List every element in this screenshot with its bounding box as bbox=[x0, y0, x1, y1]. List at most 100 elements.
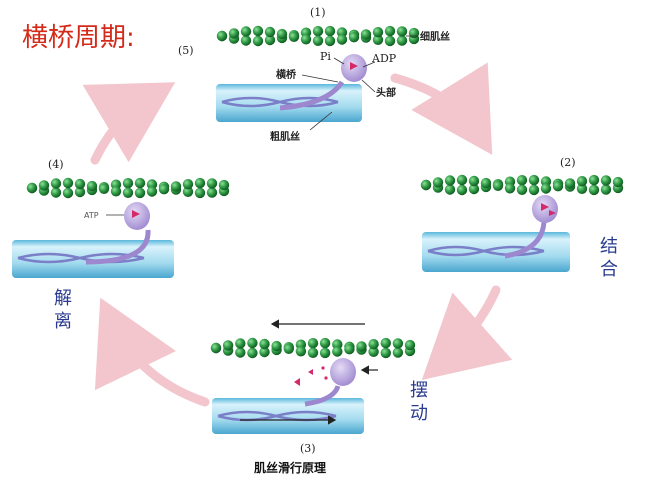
actin-bead bbox=[368, 346, 379, 357]
actin-bead bbox=[216, 30, 228, 42]
thin-filament-stage-2 bbox=[420, 174, 624, 196]
actin-bead bbox=[264, 34, 276, 46]
actin-bead bbox=[372, 34, 384, 45]
actin-bead bbox=[50, 187, 62, 198]
stage-label-5: (5) bbox=[178, 44, 194, 57]
actin-bead bbox=[404, 339, 416, 351]
actin-bead bbox=[259, 338, 270, 350]
actin-bead bbox=[392, 347, 404, 358]
actin-bead bbox=[295, 346, 307, 357]
actin-bead bbox=[344, 344, 355, 355]
label-cross-bridge: 横桥 bbox=[276, 68, 297, 81]
actin-bead bbox=[240, 26, 252, 37]
actin-bead bbox=[134, 177, 146, 189]
actin-bead bbox=[360, 29, 372, 40]
actin-bead bbox=[228, 28, 240, 39]
thick-filament-stage-2 bbox=[422, 232, 570, 272]
actin-bead bbox=[456, 174, 468, 186]
myosin-cross-bridge-stage-4 bbox=[85, 202, 151, 265]
actin-bead bbox=[74, 186, 86, 198]
actin-bead bbox=[259, 346, 270, 358]
actin-bead bbox=[307, 338, 319, 349]
step-detach-char-2: 离 bbox=[54, 311, 72, 332]
actin-bead bbox=[456, 184, 468, 196]
actin-bead bbox=[312, 35, 324, 46]
cycle-arrows bbox=[82, 62, 513, 407]
myosin-cross-bridge-stage-1 bbox=[279, 54, 367, 111]
actin-bead bbox=[368, 339, 379, 350]
actin-bead bbox=[480, 177, 492, 189]
actin-bead bbox=[283, 343, 294, 354]
actin-bead bbox=[170, 181, 182, 192]
actin-bead bbox=[122, 187, 134, 198]
actin-bead bbox=[158, 184, 170, 195]
actin-bead bbox=[235, 347, 246, 358]
actin-bead bbox=[252, 25, 264, 37]
actin-bead bbox=[516, 184, 528, 195]
actin-bead bbox=[516, 175, 528, 186]
actin-bead bbox=[576, 183, 588, 194]
actin-bead bbox=[356, 341, 367, 352]
actin-bead bbox=[276, 28, 288, 40]
step-bind-char-1: 结 bbox=[600, 236, 618, 257]
actin-bead bbox=[384, 25, 396, 37]
actin-bead bbox=[612, 176, 624, 188]
actin-bead bbox=[74, 178, 86, 190]
thick-filament-stage-3 bbox=[212, 398, 364, 434]
actin-bead bbox=[588, 184, 600, 196]
actin-bead bbox=[384, 35, 396, 47]
step-bind-char-2: 合 bbox=[600, 259, 618, 280]
actin-bead bbox=[319, 347, 331, 359]
stage-label-3: (3) bbox=[300, 442, 316, 455]
step-swing-char-2: 动 bbox=[410, 403, 428, 424]
step-detach-char-1: 解 bbox=[54, 288, 72, 309]
actin-bead bbox=[492, 180, 504, 191]
thin-filament-stage-1 bbox=[216, 25, 420, 47]
label-thick-filament: 粗肌丝 bbox=[270, 130, 300, 143]
actin-bead bbox=[392, 338, 404, 349]
myosin-head-stage-3 bbox=[330, 358, 356, 386]
actin-bead bbox=[38, 180, 50, 191]
actin-bead bbox=[420, 179, 432, 191]
actin-bead bbox=[528, 184, 540, 196]
label-head: 头部 bbox=[376, 86, 396, 99]
actin-bead bbox=[62, 187, 74, 199]
actin-bead bbox=[300, 34, 312, 45]
actin-bead bbox=[182, 179, 194, 190]
actin-bead bbox=[528, 174, 540, 186]
actin-bead bbox=[600, 184, 612, 195]
actin-bead bbox=[26, 182, 38, 194]
actin-bead bbox=[288, 31, 300, 42]
actin-bead bbox=[264, 26, 276, 38]
actin-bead bbox=[380, 337, 391, 349]
actin-bead bbox=[252, 35, 264, 47]
cycle-arrow-2-to-3 bbox=[421, 285, 513, 380]
actin-bead bbox=[444, 175, 456, 186]
thin-filament-stage-3 bbox=[210, 337, 416, 359]
actin-bead bbox=[194, 177, 206, 189]
actin-bead bbox=[62, 177, 74, 189]
actin-bead bbox=[564, 178, 576, 189]
actin-bead bbox=[600, 175, 612, 186]
actin-bead bbox=[182, 186, 194, 197]
actin-bead bbox=[348, 32, 360, 43]
cycle-arrow-1-to-2 bbox=[390, 62, 493, 155]
actin-bead bbox=[271, 340, 282, 352]
actin-bead bbox=[372, 27, 384, 38]
thick-filament-stage-1 bbox=[216, 84, 362, 122]
actin-bead bbox=[332, 346, 343, 357]
actin-bead bbox=[396, 35, 408, 46]
actin-bead bbox=[576, 176, 588, 187]
actin-bead bbox=[319, 337, 331, 349]
actin-bead bbox=[380, 347, 391, 359]
actin-bead bbox=[194, 187, 206, 199]
actin-bead bbox=[468, 183, 480, 195]
actin-bead bbox=[504, 183, 516, 194]
step-swing-char-1: 摆 bbox=[410, 380, 428, 401]
myosin-cross-bridge-stage-2 bbox=[504, 195, 558, 259]
label-thin-filament: 细肌丝 bbox=[420, 30, 450, 43]
myosin-head-stage-4 bbox=[124, 202, 150, 230]
actin-bead bbox=[210, 342, 222, 354]
actin-bead bbox=[540, 183, 552, 194]
actin-bead bbox=[468, 175, 480, 187]
